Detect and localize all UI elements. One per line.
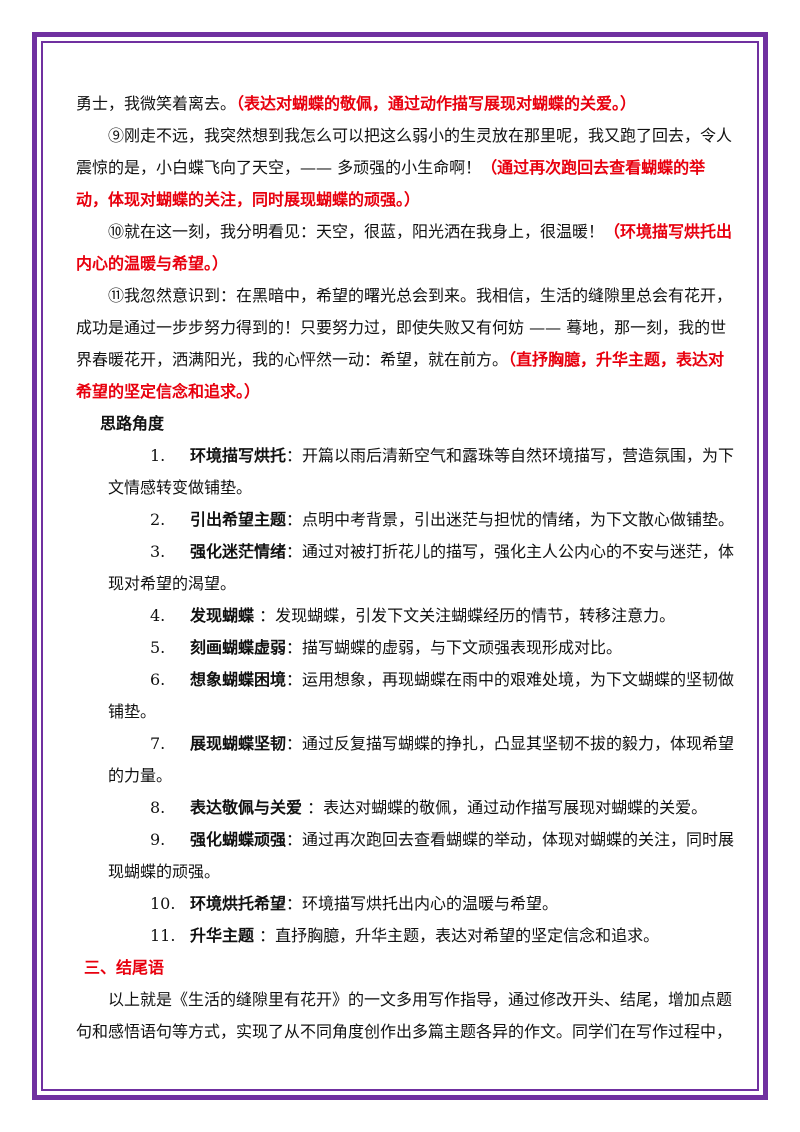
annotation-note: （表达对蝴蝶的敬佩，通过动作描写展现对蝴蝶的关爱。） [236, 94, 637, 113]
item-number: 2. [150, 510, 166, 529]
item-desc: ：直抒胸臆，升华主题，表达对希望的坚定信念和追求。 [254, 926, 660, 945]
list-item: 11. 升华主题 ：直抒胸臆，升华主题，表达对希望的坚定信念和追求。 [76, 920, 736, 952]
item-desc: ：发现蝴蝶，引发下文关注蝴蝶经历的情节，转移注意力。 [254, 606, 676, 625]
annotation-note: （通过再次跑回去查看蝴蝶的举动，体现对蝴蝶的关注，同时展现蝴蝶的顽强。） [76, 158, 706, 209]
item-desc: ：开篇以雨后清新空气和露珠等自然环境描写，营造氛围，为下文情感转变做铺垫。 [108, 446, 735, 497]
item-number: 6. [150, 670, 166, 689]
item-desc: ：运用想象，再现蝴蝶在雨中的艰难处境，为下文蝴蝶的坚韧做铺垫。 [108, 670, 735, 721]
list-item: 5. 刻画蝴蝶虚弱：描写蝴蝶的虚弱，与下文顽强表现形成对比。 [76, 632, 736, 664]
item-number: 10. [150, 894, 176, 913]
item-desc: ：通过对被打折花儿的描写，强化主人公内心的不安与迷茫，体现对希望的渴望。 [108, 542, 735, 593]
list-item: 6. 想象蝴蝶困境：运用想象，再现蝴蝶在雨中的艰难处境，为下文蝴蝶的坚韧做铺垫。 [76, 664, 736, 728]
item-term: 环境描写烘托 [190, 446, 287, 465]
list-item: 1. 环境描写烘托：开篇以雨后清新空气和露珠等自然环境描写，营造氛围，为下文情感转… [76, 440, 736, 504]
item-number: 5. [150, 638, 166, 657]
item-desc: ：通过再次跑回去查看蝴蝶的举动，体现对蝴蝶的关注，同时展现蝴蝶的顽强。 [108, 830, 735, 881]
list-item: 10. 环境烘托希望：环境描写烘托出内心的温暖与希望。 [76, 888, 736, 920]
ideas-heading: 思路角度 [100, 414, 165, 433]
item-desc: ：表达对蝴蝶的敬佩，通过动作描写展现对蝴蝶的关爱。 [302, 798, 708, 817]
item-desc: ：点明中考背景，引出迷茫与担忧的情绪，为下文散心做铺垫。 [286, 510, 735, 529]
item-term: 引出希望主题 [190, 510, 287, 529]
list-item: 3. 强化迷茫情绪：通过对被打折花儿的描写，强化主人公内心的不安与迷茫，体现对希望… [76, 536, 736, 600]
item-number: 1. [150, 446, 166, 465]
ideas-list: 1. 环境描写烘托：开篇以雨后清新空气和露珠等自然环境描写，营造氛围，为下文情感转… [76, 440, 736, 952]
paragraph-10: ⑩就在这一刻，我分明看见：天空，很蓝，阳光洒在我身上，很温暖！（环境描写烘托出内… [76, 216, 736, 280]
item-desc: ：环境描写烘托出内心的温暖与希望。 [286, 894, 559, 913]
item-term: 展现蝴蝶坚韧 [190, 734, 287, 753]
list-item: 8. 表达敬佩与关爱 ：表达对蝴蝶的敬佩，通过动作描写展现对蝴蝶的关爱。 [76, 792, 736, 824]
item-number: 8. [150, 798, 166, 817]
paragraph-text: ⑨刚走不远，我突然想到我怎么可以把这么弱小的生灵放在那里呢，我又跑了回去，令人震… [76, 126, 733, 177]
list-item: 7. 展现蝴蝶坚韧：通过反复描写蝴蝶的挣扎，凸显其坚韧不拔的毅力，体现希望的力量。 [76, 728, 736, 792]
item-number: 3. [150, 542, 166, 561]
document-body: 勇士，我微笑着离去。（表达对蝴蝶的敬佩，通过动作描写展现对蝴蝶的关爱。） ⑨刚走… [76, 88, 736, 1048]
paragraph-text: ⑩就在这一刻，我分明看见：天空，很蓝，阳光洒在我身上，很温暖！ [108, 222, 605, 241]
annotation-note: （环境描写烘托出内心的温暖与希望。） [76, 222, 733, 273]
item-desc: ：描写蝴蝶的虚弱，与下文顽强表现形成对比。 [286, 638, 623, 657]
item-term: 环境烘托希望 [190, 894, 287, 913]
page-border-outer [32, 32, 768, 1100]
item-term: 刻画蝴蝶虚弱 [190, 638, 287, 657]
list-item: 4. 发现蝴蝶 ：发现蝴蝶，引发下文关注蝴蝶经历的情节，转移注意力。 [76, 600, 736, 632]
paragraph-9: ⑨刚走不远，我突然想到我怎么可以把这么弱小的生灵放在那里呢，我又跑了回去，令人震… [76, 120, 736, 216]
list-item: 2. 引出希望主题：点明中考背景，引出迷茫与担忧的情绪，为下文散心做铺垫。 [76, 504, 736, 536]
item-term: 强化蝴蝶顽强 [190, 830, 287, 849]
item-term: 发现蝴蝶 [190, 606, 255, 625]
list-item: 9. 强化蝴蝶顽强：通过再次跑回去查看蝴蝶的举动，体现对蝴蝶的关注，同时展现蝴蝶的… [76, 824, 736, 888]
item-number: 7. [150, 734, 166, 753]
paragraph-text: ⑪我忽然意识到：在黑暗中，希望的曙光总会到来。我相信，生活的缝隙里总会有花开，成… [76, 286, 733, 369]
annotation-note: （直抒胸臆，升华主题，表达对希望的坚定信念和追求。） [76, 350, 725, 401]
paragraph-text: 勇士，我微笑着离去。 [76, 94, 237, 113]
item-term: 强化迷茫情绪 [190, 542, 287, 561]
section-title: 三、结尾语 [84, 958, 165, 977]
item-term: 表达敬佩与关爱 [190, 798, 303, 817]
item-number: 4. [150, 606, 166, 625]
item-term: 升华主题 [190, 926, 255, 945]
item-number: 9. [150, 830, 166, 849]
item-desc: ：通过反复描写蝴蝶的挣扎，凸显其坚韧不拔的毅力，体现希望的力量。 [108, 734, 735, 785]
paragraph-8-tail: 勇士，我微笑着离去。（表达对蝴蝶的敬佩，通过动作描写展现对蝴蝶的关爱。） [76, 88, 736, 120]
paragraph-11: ⑪我忽然意识到：在黑暗中，希望的曙光总会到来。我相信，生活的缝隙里总会有花开，成… [76, 280, 736, 408]
conclusion-paragraph: 以上就是《生活的缝隙里有花开》的一文多用写作指导，通过修改开头、结尾，增加点题句… [76, 990, 733, 1041]
item-number: 11. [150, 926, 176, 945]
page-border-inner [41, 41, 759, 1091]
item-term: 想象蝴蝶困境 [190, 670, 287, 689]
